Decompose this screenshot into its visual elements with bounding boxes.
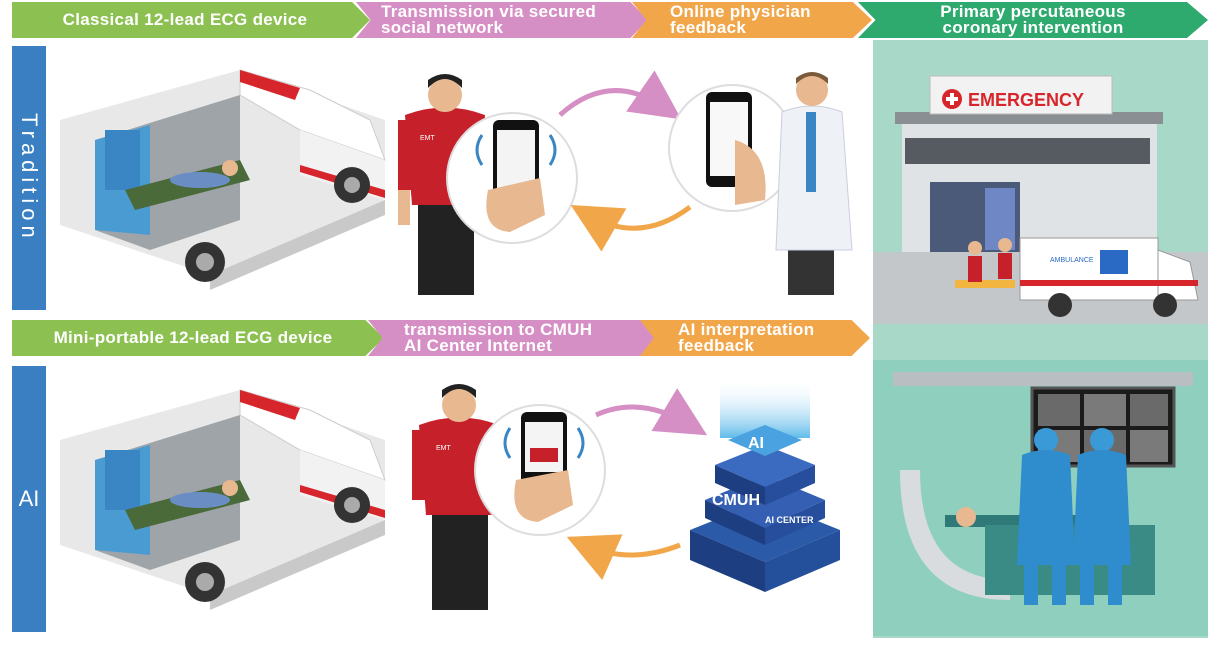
step-pci: Primary percutaneous coronary interventi… bbox=[858, 2, 1208, 38]
signal-icon-right-bottom bbox=[576, 427, 585, 459]
ambulance-interior-top bbox=[60, 69, 386, 290]
step-social-network-line2: social network bbox=[381, 18, 504, 37]
step-physician-feedback-line1: Online physician bbox=[670, 2, 811, 21]
emt-badge-bottom: EMT bbox=[436, 445, 452, 452]
side-label-tradition: Tradition bbox=[12, 46, 46, 310]
step-classical-ecg-label: Classical 12-lead ECG device bbox=[62, 10, 308, 29]
ambulance-vehicle: AMBULANCE bbox=[1019, 237, 1199, 317]
emt-badge-top: EMT bbox=[420, 135, 436, 142]
step-ai-feedback-line1: AI interpretation bbox=[678, 320, 815, 339]
step-cmuh-transmission: transmission to CMUH AI Center Internet bbox=[368, 320, 658, 356]
phone-circle-top bbox=[446, 112, 578, 244]
cmuh-ai-center: AI CMUH AI CENTER bbox=[690, 378, 840, 592]
cath-lab bbox=[873, 360, 1208, 636]
signal-icon-left-bottom bbox=[503, 427, 512, 459]
step-classical-ecg: Classical 12-lead ECG device bbox=[12, 2, 370, 38]
ai-tower-label: AI bbox=[748, 435, 764, 452]
step-cmuh-transmission-line1: transmission to CMUH bbox=[404, 320, 593, 339]
side-label-ai-text: AI bbox=[18, 486, 40, 511]
step-social-network: Transmission via secured social network bbox=[356, 2, 648, 38]
phone-circle-physician bbox=[668, 84, 796, 212]
step-mini-ecg-label: Mini-portable 12-lead ECG device bbox=[53, 328, 333, 347]
physician-figure bbox=[775, 72, 853, 295]
step-social-network-line1: Transmission via secured bbox=[381, 2, 597, 21]
ambulance-interior-bottom bbox=[60, 389, 386, 610]
arrow-feedback-top bbox=[570, 205, 692, 252]
signal-icon-left-top bbox=[475, 134, 484, 166]
cmuh-label: CMUH bbox=[712, 492, 760, 509]
side-label-ai: AI bbox=[12, 366, 46, 632]
hospital-sign-text: EMERGENCY bbox=[968, 90, 1084, 110]
step-physician-feedback-line2: feedback bbox=[670, 18, 747, 37]
surgeon-right bbox=[1073, 428, 1131, 605]
stretcher-team bbox=[955, 238, 1015, 288]
ai-center-label: AI CENTER bbox=[765, 515, 814, 525]
step-cmuh-transmission-line2: AI Center Internet bbox=[404, 336, 553, 355]
signal-icon-right-top bbox=[548, 134, 557, 166]
step-ai-feedback-line2: feedback bbox=[678, 336, 755, 355]
side-label-tradition-text: Tradition bbox=[17, 113, 42, 243]
surgeon-left bbox=[1017, 428, 1075, 605]
step-pci-line2: coronary intervention bbox=[942, 18, 1124, 37]
arrow-to-ai-center bbox=[594, 388, 708, 436]
phone-circle-bottom bbox=[474, 404, 606, 536]
step-pci-line1: Primary percutaneous bbox=[940, 2, 1126, 21]
arrow-feedback-bottom bbox=[566, 534, 681, 581]
step-mini-ecg: Mini-portable 12-lead ECG device bbox=[12, 320, 384, 356]
step-ai-feedback: AI interpretation feedback bbox=[640, 320, 870, 356]
ambulance-text: AMBULANCE bbox=[1050, 257, 1094, 264]
step-physician-feedback: Online physician feedback bbox=[632, 2, 872, 38]
arrow-to-physician bbox=[558, 70, 682, 120]
